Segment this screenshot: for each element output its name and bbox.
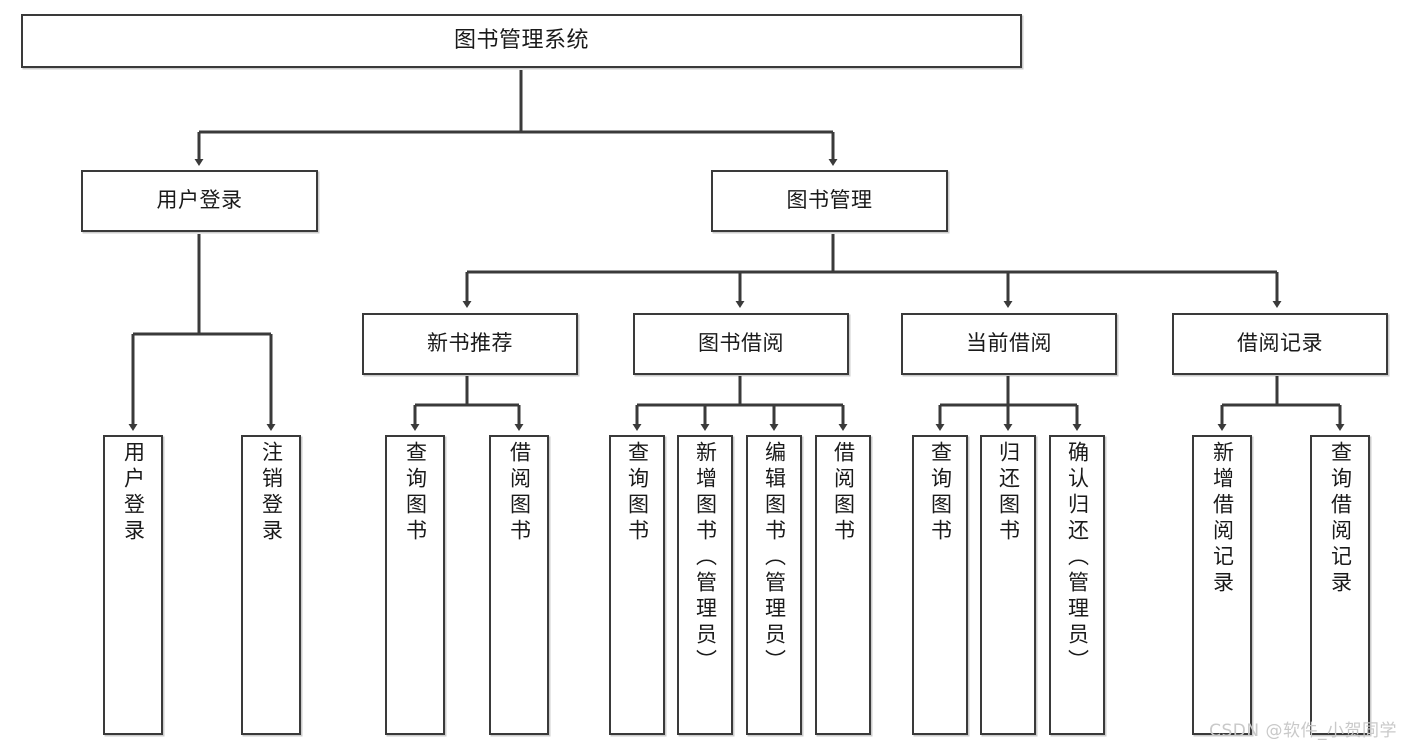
node-leaf-query-book-1-label: 查询图书 — [403, 441, 428, 545]
node-book-management-label: 图书管理 — [786, 188, 873, 213]
node-leaf-borrow-book-1[interactable]: 借阅图书 — [489, 435, 549, 735]
node-new-book-recommend[interactable]: 新书推荐 — [362, 313, 578, 375]
node-leaf-query-book-2[interactable]: 查询图书 — [609, 435, 665, 735]
node-root[interactable]: 图书管理系统 — [21, 14, 1022, 68]
node-leaf-return-book-label: 归还图书 — [996, 441, 1021, 545]
csdn-watermark: CSDN @软件_小贺同学 — [1209, 721, 1397, 741]
node-leaf-query-book-2-label: 查询图书 — [625, 441, 650, 545]
node-leaf-confirm-return-label: 确认归还（管理员） — [1065, 441, 1090, 675]
node-leaf-add-book[interactable]: 新增图书（管理员） — [677, 435, 733, 735]
node-leaf-logout[interactable]: 注销登录 — [241, 435, 301, 735]
node-leaf-add-record[interactable]: 新增借阅记录 — [1192, 435, 1252, 735]
node-leaf-query-book-1[interactable]: 查询图书 — [385, 435, 445, 735]
node-current-borrow[interactable]: 当前借阅 — [901, 313, 1117, 375]
node-leaf-borrow-book-2-label: 借阅图书 — [831, 441, 856, 545]
node-leaf-confirm-return[interactable]: 确认归还（管理员） — [1049, 435, 1105, 735]
node-leaf-return-book[interactable]: 归还图书 — [980, 435, 1036, 735]
node-root-label: 图书管理系统 — [453, 27, 589, 53]
node-borrow-record[interactable]: 借阅记录 — [1172, 313, 1388, 375]
node-leaf-query-record[interactable]: 查询借阅记录 — [1310, 435, 1370, 735]
node-leaf-add-book-label: 新增图书（管理员） — [693, 441, 718, 675]
node-book-borrow-label: 图书借阅 — [698, 331, 784, 356]
node-borrow-record-label: 借阅记录 — [1237, 331, 1323, 356]
node-current-borrow-label: 当前借阅 — [966, 331, 1052, 356]
node-leaf-query-book-3[interactable]: 查询图书 — [912, 435, 968, 735]
node-leaf-query-record-label: 查询借阅记录 — [1328, 441, 1353, 597]
node-leaf-borrow-book-1-label: 借阅图书 — [507, 441, 532, 545]
node-book-borrow[interactable]: 图书借阅 — [633, 313, 849, 375]
node-leaf-edit-book-label: 编辑图书（管理员） — [762, 441, 787, 675]
node-leaf-query-book-3-label: 查询图书 — [928, 441, 953, 545]
node-user-login-label: 用户登录 — [156, 188, 243, 213]
node-leaf-logout-label: 注销登录 — [259, 441, 284, 545]
node-leaf-edit-book[interactable]: 编辑图书（管理员） — [746, 435, 802, 735]
node-leaf-borrow-book-2[interactable]: 借阅图书 — [815, 435, 871, 735]
node-user-login[interactable]: 用户登录 — [81, 170, 318, 232]
node-leaf-add-record-label: 新增借阅记录 — [1210, 441, 1235, 597]
node-new-book-recommend-label: 新书推荐 — [427, 331, 513, 356]
node-leaf-user-login-label: 用户登录 — [121, 441, 146, 545]
node-leaf-user-login[interactable]: 用户登录 — [103, 435, 163, 735]
node-book-management[interactable]: 图书管理 — [711, 170, 948, 232]
